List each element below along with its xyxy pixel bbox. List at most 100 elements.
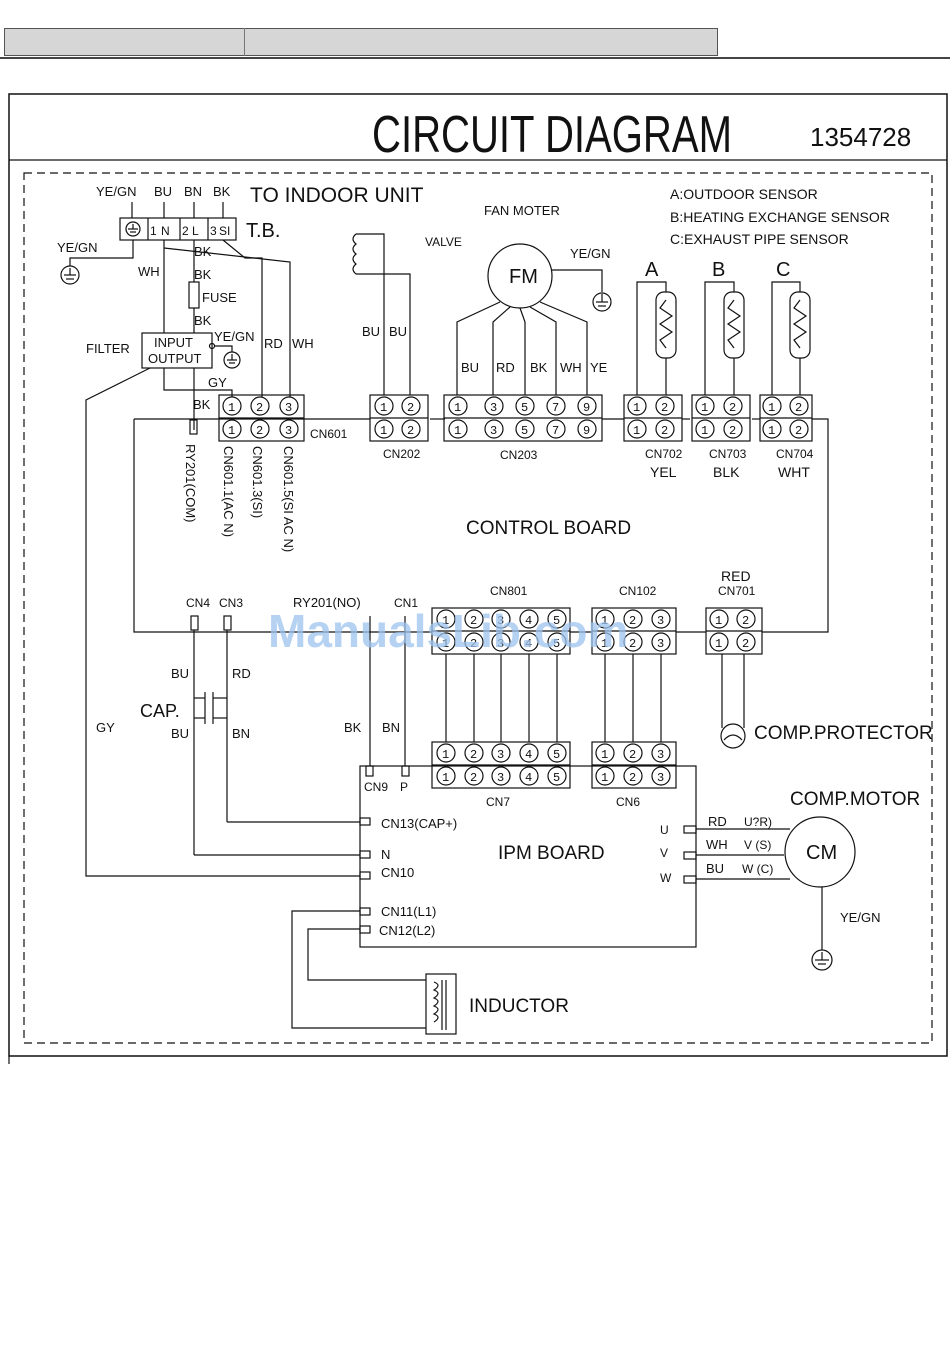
cn6-pin: 3 (657, 748, 664, 762)
diagram-title: CIRCUIT DIAGRAM (372, 106, 732, 164)
cn701-color: RED (721, 568, 751, 584)
cn701-label: CN701 (718, 584, 756, 598)
cn801-pin: 4 (525, 637, 532, 651)
cn801-pin: 2 (470, 637, 477, 651)
cn7-pin: 5 (553, 748, 560, 762)
cn601-pin: 1 (228, 401, 235, 415)
filter-output: OUTPUT (148, 351, 202, 366)
header-cell-divider (244, 28, 245, 56)
cn203-pin: 7 (552, 424, 559, 438)
cn601-pin: 3 (285, 424, 292, 438)
comp-terminal-u: U?R) (744, 815, 772, 829)
cn704-pin: 2 (795, 424, 802, 438)
comp-wire-rd: RD (708, 814, 727, 829)
cn102-pin: 3 (657, 637, 664, 651)
ipm-cn9: CN9 (364, 780, 388, 794)
cn801-pin: 1 (442, 637, 449, 651)
comp-terminal-v: V (S) (744, 838, 771, 852)
cn202-connector (369, 394, 429, 442)
fan-motor-symbol: FM (509, 266, 538, 288)
comp-ground-label: YE/GN (840, 910, 880, 925)
watermark: ManualsLib.com (268, 605, 628, 657)
ipm-wire-bn: BN (382, 720, 400, 735)
sensor-b-label: B (712, 259, 725, 281)
legend-c: C:EXHAUST PIPE SENSOR (670, 231, 849, 247)
tb-wire-bn: BN (184, 184, 202, 199)
outer-frame (8, 93, 948, 1057)
ipm-cn13: CN13(CAP+) (381, 816, 457, 831)
cn7-connector (431, 741, 571, 789)
ground-icon-left (60, 265, 80, 285)
cap-wire-gy: GY (96, 720, 115, 735)
cn701-connector (705, 607, 763, 655)
cn6-label: CN6 (616, 795, 640, 809)
cn702-pin: 2 (661, 401, 668, 415)
cn202-pin: 2 (407, 424, 414, 438)
filter-box (141, 332, 213, 369)
cn203-pin: 3 (490, 401, 497, 415)
comp-motor-symbol: CM (806, 842, 837, 864)
cn1-label: CN1 (394, 596, 418, 610)
cn102-label: CN102 (619, 584, 657, 598)
cn601-pin: 1 (228, 424, 235, 438)
cap-label: CAP. (140, 701, 180, 721)
cn703-pin: 1 (701, 424, 708, 438)
tb-wire-bk: BK (213, 184, 231, 199)
cn801-pin: 3 (497, 614, 504, 628)
comp-protector-label: COMP.PROTECTOR (754, 723, 933, 744)
cn4-pin (190, 615, 199, 631)
label-cn601-5: CN601.5(SI AC N) (281, 446, 296, 552)
cn601-pin: 3 (285, 401, 292, 415)
valve-wire-bu-1: BU (362, 324, 380, 339)
capacitor-icon (194, 692, 227, 724)
tb-terminal-si: SI (219, 224, 230, 238)
cn703-color: BLK (713, 464, 740, 480)
cap-wire-rd: RD (232, 666, 251, 681)
cn203-pin: 3 (490, 424, 497, 438)
cn7-pin: 1 (442, 748, 449, 762)
cn203-pin: 9 (583, 401, 590, 415)
valve-label: VALVE (425, 235, 462, 249)
cn102-pin: 1 (601, 637, 608, 651)
tb-terminal-1: 1 (150, 224, 157, 238)
cn701-pin: 1 (715, 614, 722, 628)
fan-wire-bk: BK (530, 360, 548, 375)
wire-wh: WH (138, 264, 160, 279)
cn601-label: CN601 (310, 427, 348, 441)
fan-wire-wh: WH (560, 360, 582, 375)
tb-terminal-2: 2 (182, 224, 189, 238)
cn801-pin: 4 (525, 614, 532, 628)
cn704-pin: 1 (768, 401, 775, 415)
cn704-pin: 1 (768, 424, 775, 438)
ipm-p: P (400, 780, 408, 794)
cn801-connector (431, 607, 571, 655)
cn702-connector (623, 394, 683, 442)
inductor-label: INDUCTOR (469, 996, 569, 1017)
cn202-pin: 1 (380, 424, 387, 438)
wire-bk-4: BK (193, 397, 211, 412)
fan-wire-rd: RD (496, 360, 515, 375)
valve-wire-bu-2: BU (389, 324, 407, 339)
doc-number: 1354728 (810, 122, 911, 152)
tb-wire-bu: BU (154, 184, 172, 199)
ipm-v: V (660, 846, 668, 860)
cn7-pin: 4 (525, 748, 532, 762)
tb-ground-icon (125, 221, 141, 237)
cn102-connector (591, 607, 677, 655)
cn6-pin: 1 (601, 748, 608, 762)
fuse-icon (188, 281, 200, 309)
cn203-pin: 5 (521, 401, 528, 415)
sensor-a-label: A (645, 259, 659, 281)
cn703-connector (691, 394, 751, 442)
cn7-pin: 4 (525, 771, 532, 785)
ry201-no-label: RY201(NO) (293, 595, 361, 610)
cap-wire-bu-2: BU (171, 726, 189, 741)
cn702-pin: 1 (633, 401, 640, 415)
cn202-pin: 1 (380, 401, 387, 415)
ipm-cn10: CN10 (381, 865, 414, 880)
label-cn601-3: CN601.3(SI) (250, 446, 265, 518)
cn102-pin: 2 (629, 637, 636, 651)
cn703-pin: 2 (729, 424, 736, 438)
sensor-b-thermistor-icon (704, 281, 745, 395)
cn3-label: CN3 (219, 596, 243, 610)
